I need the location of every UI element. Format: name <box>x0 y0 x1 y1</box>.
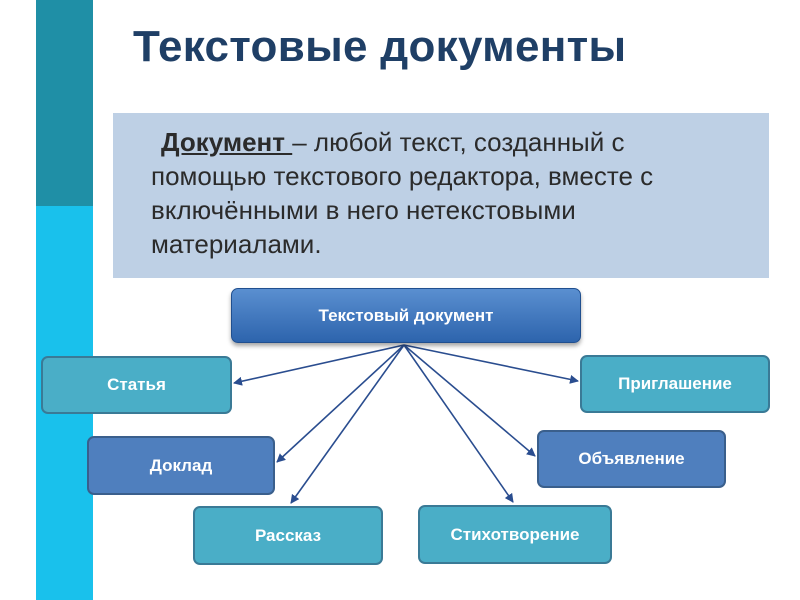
arrow-to-statya <box>233 344 405 386</box>
definition-line-2: помощью текстового редактора, вместе с <box>151 161 654 191</box>
side-bar-dark <box>36 0 93 206</box>
arrow-to-doklad <box>276 344 405 463</box>
arrow-to-priglashenie <box>403 344 579 384</box>
arrow-to-obyavlenie <box>403 344 536 457</box>
definition-line-4: материалами. <box>151 229 322 259</box>
arrow-to-stikhotvorenie <box>403 344 514 503</box>
definition-box: Документ – любой текст, созданный с помо… <box>113 113 769 278</box>
definition-term: Документ <box>161 127 293 157</box>
page-title: Текстовые документы <box>133 22 627 71</box>
node-priglashenie: Приглашение <box>580 355 770 413</box>
node-obyavlenie: Объявление <box>537 430 726 488</box>
node-statya: Статья <box>41 356 232 414</box>
root-node-text-document: Текстовый документ <box>231 288 581 343</box>
definition-line-1: Документ – любой текст, созданный с <box>151 125 751 159</box>
definition-text-1: – любой текст, созданный с <box>292 127 625 157</box>
arrow-to-rasskaz <box>290 344 405 504</box>
node-doklad: Доклад <box>87 436 275 495</box>
node-stikhotvorenie: Стихотворение <box>418 505 612 564</box>
definition-line-3: включёнными в него нетекстовыми <box>151 195 576 225</box>
node-rasskaz: Рассказ <box>193 506 383 565</box>
